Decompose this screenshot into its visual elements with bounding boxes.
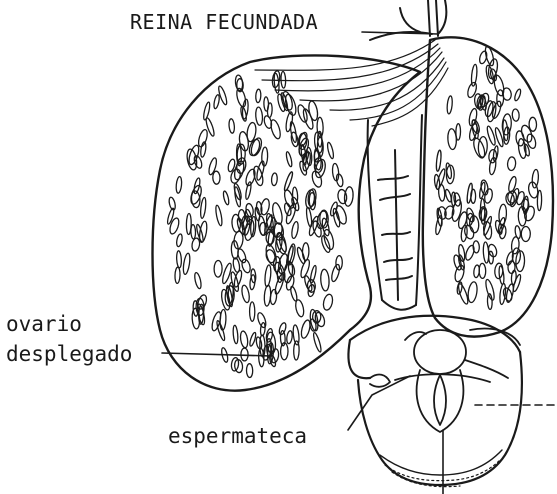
egg-scale: [467, 281, 478, 303]
egg-scale: [213, 94, 220, 109]
egg-scale: [443, 205, 455, 220]
egg-scale: [264, 265, 272, 287]
egg-scale: [529, 117, 537, 131]
egg-scale: [507, 157, 516, 171]
egg-scale: [453, 264, 465, 282]
diagram-title: REINA FECUNDADA: [130, 12, 318, 32]
egg-scale: [222, 191, 229, 206]
egg-scale: [471, 119, 480, 139]
egg-scale: [250, 302, 255, 321]
egg-scale: [200, 197, 207, 218]
egg-scale: [231, 240, 239, 259]
egg-scale: [200, 142, 207, 158]
egg-scale: [281, 71, 286, 88]
egg-scale: [464, 244, 476, 261]
egg-scale: [232, 325, 238, 344]
egg-scale: [499, 283, 506, 304]
abdomen-tip: [348, 316, 521, 487]
egg-scale: [334, 205, 348, 226]
egg-scale: [240, 106, 248, 121]
egg-scale: [267, 103, 272, 118]
egg-scale: [466, 183, 473, 203]
egg-scale: [460, 225, 468, 242]
egg-scale: [271, 173, 278, 186]
egg-scale: [228, 119, 234, 134]
egg-scale: [435, 168, 446, 190]
egg-scale: [332, 163, 340, 181]
right-ovary-texture: [434, 46, 542, 310]
egg-scale: [451, 199, 463, 222]
egg-scale: [446, 96, 453, 114]
egg-scale: [532, 169, 540, 188]
egg-scale: [241, 285, 251, 304]
egg-scale: [344, 186, 354, 206]
egg-scale: [306, 207, 313, 227]
egg-scale: [197, 129, 209, 148]
egg-scale: [214, 260, 222, 277]
egg-scale: [216, 320, 226, 341]
egg-scale: [309, 265, 317, 283]
egg-scale: [176, 176, 183, 193]
egg-scale: [312, 332, 322, 353]
egg-scale: [322, 293, 334, 311]
egg-scale: [239, 331, 248, 349]
egg-scale: [182, 253, 191, 275]
ovary-leader-line: [162, 353, 272, 356]
egg-scale: [274, 223, 285, 241]
egg-scale: [514, 88, 522, 101]
egg-scale: [286, 330, 293, 344]
egg-scale: [521, 226, 530, 241]
left-ovary-texture: [166, 70, 354, 377]
egg-scale: [220, 309, 227, 330]
egg-scale: [274, 273, 286, 295]
spermatheca-label: espermateca: [168, 426, 307, 447]
egg-scale: [291, 221, 300, 239]
egg-scale: [283, 171, 294, 192]
egg-scale: [296, 104, 309, 123]
egg-scale: [463, 224, 475, 239]
egg-scale: [191, 238, 200, 252]
egg-scale: [294, 299, 305, 317]
ovary-label-line1: ovario: [6, 314, 82, 335]
egg-scale: [176, 251, 182, 268]
egg-scale: [207, 157, 217, 175]
egg-scale: [213, 171, 221, 184]
egg-scale: [246, 364, 252, 378]
egg-scale: [255, 89, 261, 103]
egg-scale: [278, 322, 287, 335]
egg-scale: [307, 100, 319, 121]
ovary-label-line2: desplegado: [6, 344, 132, 365]
median-oviduct: [368, 115, 422, 310]
egg-scale: [194, 272, 203, 289]
oviduct-fibers: [255, 40, 448, 126]
egg-scale: [302, 243, 309, 261]
egg-scale: [187, 144, 201, 166]
egg-scale: [484, 279, 496, 301]
egg-scale: [436, 150, 442, 172]
egg-scale: [320, 269, 330, 291]
spermatheca-organ: [370, 330, 490, 432]
egg-scale: [176, 234, 183, 248]
egg-scale: [215, 205, 224, 226]
egg-scale: [168, 217, 180, 235]
egg-scale: [512, 109, 520, 122]
egg-scale: [485, 65, 495, 85]
egg-scale: [175, 267, 181, 283]
egg-scale: [523, 205, 536, 222]
egg-scale: [260, 198, 271, 215]
egg-scale: [186, 213, 191, 234]
egg-scale: [285, 151, 293, 167]
egg-scale: [507, 176, 517, 193]
egg-scale: [296, 247, 306, 265]
egg-scale: [498, 204, 507, 225]
egg-scale: [326, 142, 334, 159]
egg-scale: [205, 117, 216, 137]
egg-scale: [255, 107, 263, 126]
egg-scale: [238, 131, 250, 152]
egg-scale: [255, 337, 262, 350]
